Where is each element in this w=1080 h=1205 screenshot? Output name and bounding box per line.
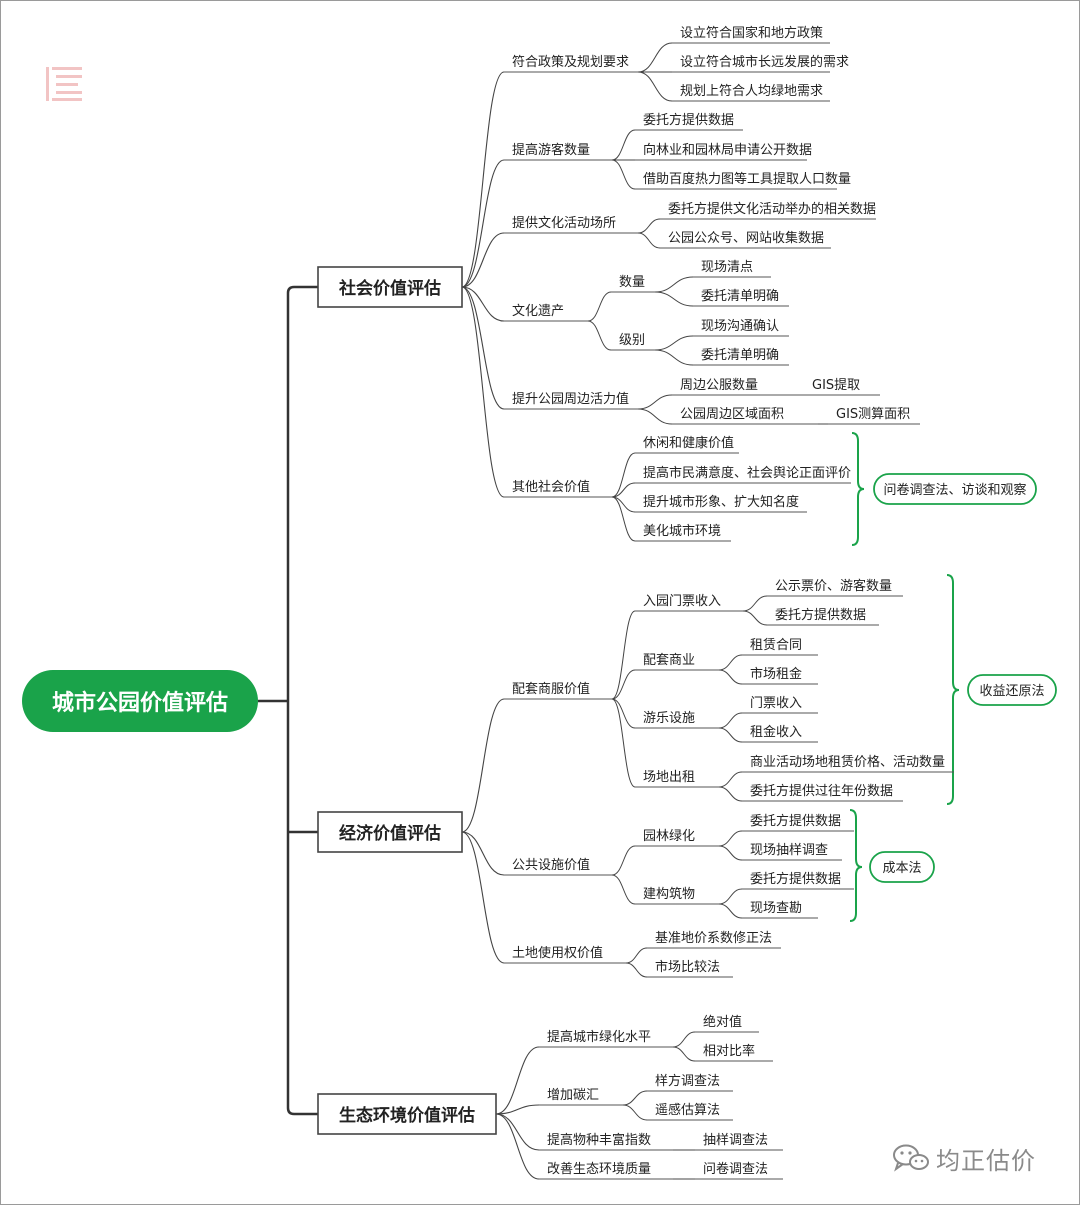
level3-label: 配套商业 (643, 652, 695, 668)
brand-logo-icon (46, 67, 82, 101)
root-title: 城市公园价值评估 (52, 690, 228, 716)
level3-label: 绝对值 (703, 1014, 742, 1030)
level4-label: 现场清点 (701, 260, 753, 275)
level3-label: 场地出租 (643, 770, 695, 785)
level2-label: 土地使用权价值 (512, 945, 603, 961)
level3-label: 园林绿化 (643, 829, 695, 844)
level4-label: GIS提取 (812, 377, 860, 393)
callout-bracket (946, 574, 960, 805)
level4-label: 市场租金 (750, 666, 802, 682)
level3-label: 抽样调查法 (703, 1133, 768, 1148)
branch-economic: 经济价值评估 (317, 811, 463, 853)
level3-label: 市场比较法 (655, 959, 720, 975)
level2-label: 文化遗产 (512, 304, 564, 319)
level4-label: 委托方提供数据 (750, 813, 841, 829)
callout-cost-method-label: 成本法 (882, 861, 921, 876)
level3-label: 借助百度热力图等工具提取人口数量 (643, 171, 851, 187)
wechat-icon (893, 1144, 929, 1172)
level3-label: 向林业和园林局申请公开数据 (643, 142, 812, 158)
level4-label: 委托方提供数据 (750, 871, 841, 887)
level2-label: 改善生态环境质量 (547, 1161, 651, 1177)
level3-label: 美化城市环境 (643, 523, 721, 539)
level2-label: 提高游客数量 (512, 142, 590, 158)
level3-label: 遥感估算法 (655, 1102, 720, 1118)
level4-label: 商业活动场地租赁价格、活动数量 (750, 754, 945, 770)
level4-label: 委托清单明确 (701, 289, 779, 304)
level2-label: 增加碳汇 (547, 1088, 599, 1103)
level2-label: 其他社会价值 (512, 479, 590, 495)
level4-label: 租金收入 (750, 724, 802, 740)
level3-label: 设立符合城市长远发展的需求 (680, 54, 849, 70)
level2-label: 提升公园周边活力值 (512, 391, 629, 407)
level3-label: 样方调查法 (655, 1073, 720, 1089)
level4-label: 委托方提供过往年份数据 (750, 783, 893, 799)
callout-survey-methods-label: 问卷调查法、访谈和观察 (883, 482, 1026, 498)
level3-label: 提高市民满意度、社会舆论正面评价 (643, 465, 851, 481)
level3-label: 设立符合国家和地方政策 (680, 25, 823, 41)
level2-label: 配套商服价值 (512, 681, 590, 697)
level3-label: 基准地价系数修正法 (655, 931, 772, 946)
level3-label: 入园门票收入 (643, 594, 721, 609)
level3-label: 休闲和健康价值 (643, 435, 734, 451)
level3-label: 数量 (619, 275, 645, 290)
branch-social: 社会价值评估 (317, 266, 463, 308)
level3-label: 提升城市形象、扩大知名度 (643, 494, 799, 510)
level3-label: 问卷调查法 (703, 1161, 768, 1177)
callout-bracket (849, 809, 863, 922)
root-node: 城市公园价值评估 (22, 670, 258, 732)
branch-title: 社会价值评估 (338, 278, 441, 299)
level2-label: 提供文化活动场所 (512, 215, 616, 231)
level2-label: 提高城市绿化水平 (547, 1029, 651, 1045)
callout-income-method: 收益还原法 (967, 674, 1057, 706)
level3-label: 相对比率 (703, 1043, 755, 1059)
watermark-text: 均正估价 (936, 1146, 1036, 1175)
level3-label: 游乐设施 (643, 711, 695, 726)
callout-income-method-label: 收益还原法 (979, 684, 1044, 699)
branch-title: 生态环境价值评估 (339, 1105, 475, 1126)
level3-label: 委托方提供文化活动举办的相关数据 (668, 201, 876, 217)
callout-bracket (851, 432, 865, 546)
level4-label: 委托方提供数据 (775, 607, 866, 623)
level3-label: 建构筑物 (643, 886, 695, 902)
level4-label: 委托清单明确 (701, 348, 779, 363)
level3-label: 级别 (619, 333, 645, 348)
level3-label: 委托方提供数据 (643, 112, 734, 128)
level4-label: 租赁合同 (750, 638, 802, 653)
level2-label: 符合政策及规划要求 (512, 54, 629, 70)
level3-label: 公园周边区域面积 (680, 407, 784, 422)
level3-label: 周边公服数量 (680, 378, 758, 393)
level2-label: 提高物种丰富指数 (547, 1132, 651, 1148)
watermark: 均正估价 (892, 1140, 1062, 1176)
level4-label: 现场抽样调查 (750, 843, 828, 858)
level4-label: 门票收入 (750, 696, 802, 711)
level3-label: 规划上符合人均绿地需求 (680, 83, 823, 99)
callout-cost-method: 成本法 (869, 851, 935, 883)
branch-title: 经济价值评估 (339, 823, 441, 844)
level4-label: 公示票价、游客数量 (775, 578, 892, 594)
level2-label: 公共设施价值 (512, 857, 590, 873)
callout-survey-methods: 问卷调查法、访谈和观察 (873, 473, 1037, 505)
level4-label: 现场查勘 (750, 901, 802, 916)
level3-label: 公园公众号、网站收集数据 (668, 230, 824, 246)
level4-label: GIS测算面积 (836, 407, 910, 422)
connector-lines (258, 42, 960, 1180)
branch-ecological: 生态环境价值评估 (317, 1093, 497, 1135)
level4-label: 现场沟通确认 (701, 319, 779, 334)
